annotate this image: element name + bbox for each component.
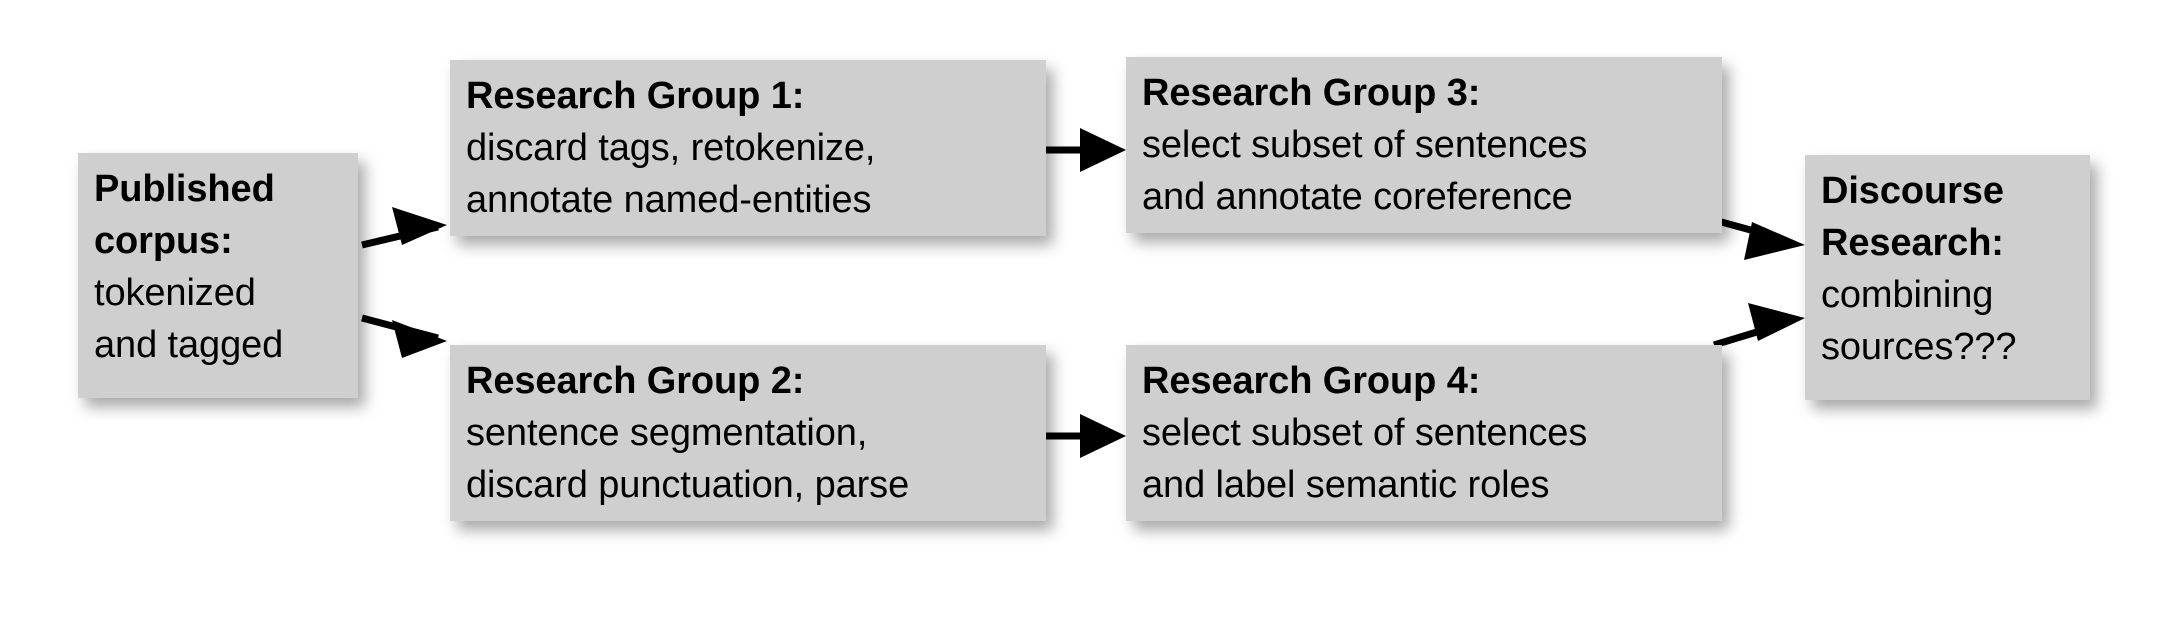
node-published-corpus[interactable]: Published corpus: tokenized and tagged bbox=[78, 153, 358, 398]
node-research-group-2-body-line1: sentence segmentation, bbox=[466, 412, 868, 454]
node-discourse-research-heading-line2: Research: bbox=[1821, 222, 2004, 264]
node-published-corpus-body-line1: tokenized bbox=[94, 272, 256, 314]
node-research-group-3-heading: Research Group 3: bbox=[1142, 72, 1481, 114]
node-research-group-1-body-line1: discard tags, retokenize, bbox=[466, 127, 876, 169]
node-discourse-research[interactable]: Discourse Research: combining sources??? bbox=[1805, 155, 2090, 400]
node-research-group-2[interactable]: Research Group 2: sentence segmentation,… bbox=[450, 345, 1046, 521]
node-research-group-4-heading: Research Group 4: bbox=[1142, 360, 1481, 402]
node-research-group-3-body-line2: and annotate coreference bbox=[1142, 176, 1573, 218]
arrow-group2-to-group4 bbox=[1046, 414, 1126, 458]
node-research-group-2-heading: Research Group 2: bbox=[466, 360, 805, 402]
node-research-group-4-body-line2: and label semantic roles bbox=[1142, 464, 1550, 506]
node-research-group-3-body-line1: select subset of sentences bbox=[1142, 124, 1588, 166]
node-discourse-research-body-line1: combining bbox=[1821, 274, 1994, 316]
node-research-group-1-heading: Research Group 1: bbox=[466, 75, 805, 117]
node-discourse-research-heading-line1: Discourse bbox=[1821, 170, 2004, 212]
node-research-group-4-body-line1: select subset of sentences bbox=[1142, 412, 1588, 454]
node-research-group-4[interactable]: Research Group 4: select subset of sente… bbox=[1126, 345, 1722, 521]
node-research-group-1-body-line2: annotate named-entities bbox=[466, 179, 872, 221]
arrow-group4-to-discourse bbox=[1712, 303, 1805, 349]
arrow-corpus-to-group1 bbox=[361, 207, 447, 249]
node-research-group-1[interactable]: Research Group 1: discard tags, retokeni… bbox=[450, 60, 1046, 236]
arrow-corpus-to-group2 bbox=[361, 314, 447, 358]
arrow-group3-to-discourse bbox=[1713, 216, 1805, 260]
node-published-corpus-body-line2: and tagged bbox=[94, 324, 284, 366]
node-published-corpus-heading-line2: corpus: bbox=[94, 220, 233, 262]
arrow-group1-to-group3 bbox=[1046, 128, 1126, 172]
node-discourse-research-body-line2: sources??? bbox=[1821, 326, 2017, 368]
node-research-group-2-body-line2: discard punctuation, parse bbox=[466, 464, 910, 506]
node-research-group-3[interactable]: Research Group 3: select subset of sente… bbox=[1126, 57, 1722, 233]
node-published-corpus-heading-line1: Published bbox=[94, 168, 275, 210]
